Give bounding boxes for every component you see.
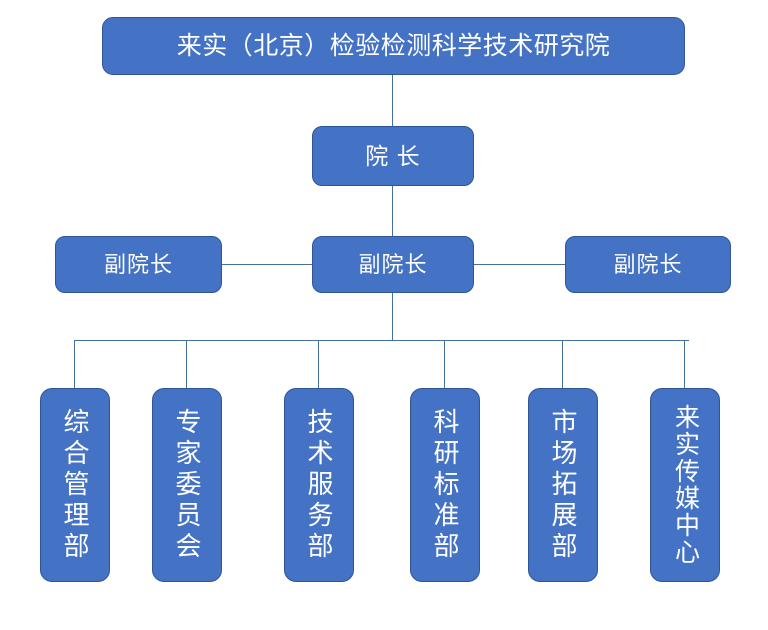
connector-deputy-to-department-bus xyxy=(392,293,393,340)
connector-drop-department-4 xyxy=(444,340,445,388)
connector-drop-department-2 xyxy=(186,340,187,388)
connector-deputy-center-to-right xyxy=(474,264,565,265)
connector-drop-department-6 xyxy=(684,340,685,388)
org-node-department-general-management[interactable]: 综合管理部 xyxy=(40,388,110,582)
org-node-institute-label: 来实（北京）检验检测科学技术研究院 xyxy=(176,31,611,60)
org-node-department-media-center-label: 来实传媒中心 xyxy=(671,404,700,566)
org-node-director[interactable]: 院 长 xyxy=(312,126,474,186)
org-node-department-media-center[interactable]: 来实传媒中心 xyxy=(650,388,720,582)
org-node-department-technical-service[interactable]: 技术服务部 xyxy=(284,388,354,582)
org-node-deputy-director-center-label: 副院长 xyxy=(358,251,428,277)
connector-drop-department-3 xyxy=(318,340,319,388)
org-node-department-research-standards[interactable]: 科研标准部 xyxy=(410,388,480,582)
org-node-department-market-development-label: 市场拓展部 xyxy=(548,407,578,563)
org-node-deputy-director-right[interactable]: 副院长 xyxy=(565,236,731,293)
connector-director-to-deputy xyxy=(392,186,393,236)
connector-drop-department-5 xyxy=(562,340,563,388)
org-node-deputy-director-left-label: 副院长 xyxy=(103,251,173,277)
org-node-department-research-standards-label: 科研标准部 xyxy=(430,407,460,563)
org-node-department-general-management-label: 综合管理部 xyxy=(60,407,90,563)
org-node-deputy-director-center[interactable]: 副院长 xyxy=(312,236,474,293)
org-node-department-technical-service-label: 技术服务部 xyxy=(304,407,334,563)
org-node-department-expert-committee-label: 专家委员会 xyxy=(172,407,202,563)
org-node-institute[interactable]: 来实（北京）检验检测科学技术研究院 xyxy=(102,17,685,75)
connector-deputy-center-to-left xyxy=(222,264,312,265)
org-node-director-label: 院 长 xyxy=(365,142,421,169)
org-node-department-market-development[interactable]: 市场拓展部 xyxy=(528,388,598,582)
org-node-department-expert-committee[interactable]: 专家委员会 xyxy=(152,388,222,582)
org-node-deputy-director-left[interactable]: 副院长 xyxy=(55,236,222,293)
org-node-deputy-director-right-label: 副院长 xyxy=(613,251,683,277)
connector-drop-department-1 xyxy=(74,340,75,388)
connector-root-to-director xyxy=(392,75,393,126)
connector-department-bus xyxy=(74,340,689,341)
